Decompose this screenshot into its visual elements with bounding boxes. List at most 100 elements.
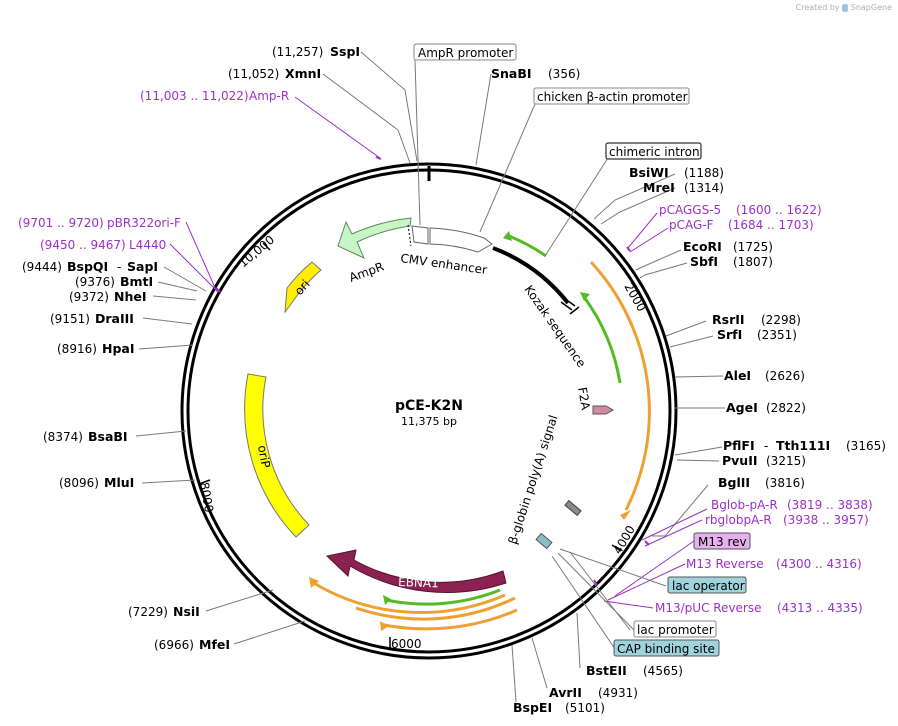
plasmid-length: 11,375 bp: [401, 415, 457, 428]
enzyme-ecori-coord: (1725): [733, 240, 773, 254]
box-m13-rev[interactable]: M13 rev: [693, 532, 751, 550]
enzyme-bglii[interactable]: BglII (3816): [718, 475, 805, 490]
enzyme-bglii-coord: (3816): [765, 476, 805, 490]
enzyme-mfei[interactable]: (6966) MfeI: [154, 637, 230, 652]
primer-pcagf[interactable]: pCAG-F (1684 .. 1703): [669, 218, 814, 232]
beta-globin-polya-feature[interactable]: [564, 499, 582, 517]
enzyme-bspqi-sep: -: [117, 260, 121, 274]
enzyme-nsii-coord: (7229): [128, 605, 168, 619]
enzyme-ecori-name: EcoRI: [683, 239, 722, 254]
primer-rbglob[interactable]: rbglobpA-R (3938 .. 3957): [705, 513, 869, 527]
ori-feature[interactable]: [284, 261, 322, 314]
green-primer-arc-2: [582, 296, 622, 384]
enzyme-avrii-name: AvrII: [549, 685, 582, 700]
enzyme-srfi[interactable]: SrfI (2351): [717, 327, 797, 342]
box-cap-binding-site[interactable]: CAP binding site: [613, 639, 720, 657]
enzyme-bspei-name: BspEI: [513, 700, 552, 715]
enzyme-bspqi[interactable]: (9444) BspQI - SapI: [22, 259, 158, 274]
primer-pcaggs5[interactable]: pCAGGS-5 (1600 .. 1622): [659, 203, 822, 217]
lac-cluster-feature: [535, 532, 553, 550]
primer-rbglob-coord: (3938 .. 3957): [783, 513, 869, 527]
chicken-actin-promoter-feature[interactable]: [492, 246, 570, 305]
primer-m13-puc-name: M13/pUC Reverse: [655, 601, 762, 615]
label-cmv: CMV enhancer: [400, 251, 488, 277]
enzyme-hpai[interactable]: (8916) HpaI: [57, 341, 135, 356]
enzyme-bsabi-name: BsaBI: [88, 429, 128, 444]
enzyme-draiii-name: DraIII: [95, 311, 134, 326]
ampr-promoter-arrow: [411, 225, 429, 245]
enzyme-hpai-name: HpaI: [102, 341, 135, 356]
enzyme-sbfi[interactable]: SbfI (1807): [690, 254, 773, 269]
primer-bglob[interactable]: Bglob-pA-R (3819 .. 3838): [711, 498, 873, 512]
enzyme-sbfi-name: SbfI: [690, 254, 718, 269]
ebna1-feature[interactable]: [325, 549, 507, 593]
enzyme-alei[interactable]: AleI (2626): [724, 368, 805, 383]
enzyme-bsabi[interactable]: (8374) BsaBI: [43, 429, 128, 444]
enzyme-bspqi-coord: (9444): [22, 260, 62, 274]
primer-pcaggs5-coord: (1600 .. 1622): [736, 203, 822, 217]
kozak-marker: [563, 297, 576, 307]
primer-m13-puc-coord: (4313 .. 4335): [777, 601, 863, 615]
enzyme-bmti[interactable]: (9376) BmtI: [75, 274, 153, 289]
enzyme-mrei[interactable]: MreI (1314): [643, 180, 724, 195]
enzyme-avrii[interactable]: AvrII (4931): [549, 685, 638, 700]
primer-ampr[interactable]: (11,003 .. 11,022) Amp-R: [140, 89, 289, 103]
enzyme-pvuii[interactable]: PvuII (3215): [722, 453, 806, 468]
enzyme-nhei[interactable]: (9372) NheI: [69, 289, 147, 304]
green-arrowhead-lower: [383, 595, 391, 605]
enzyme-pflfi-name: PflFI: [723, 438, 755, 453]
orip-feature[interactable]: [244, 373, 310, 538]
tick-label-8000: 8000: [197, 481, 216, 514]
primer-pbr322-name: pBR322ori-F: [107, 216, 181, 230]
enzyme-rsrii-name: RsrII: [712, 312, 745, 327]
enzyme-bspei-coord: (5101): [565, 701, 605, 715]
enzyme-bsteii[interactable]: BstEII (4565): [586, 663, 683, 678]
primer-l4440[interactable]: (9450 .. 9467) L4440: [40, 238, 166, 252]
primer-bglob-coord: (3819 .. 3838): [787, 498, 873, 512]
enzyme-bsiwi[interactable]: BsiWI (1188): [629, 165, 724, 180]
enzyme-draiii[interactable]: (9151) DraIII: [50, 311, 134, 326]
box-chicken-actin[interactable]: chicken β-actin promoter: [533, 87, 690, 105]
enzyme-pflfi[interactable]: PflFI - Tth111I (3165): [723, 438, 886, 453]
enzyme-mlui-coord: (8096): [59, 476, 99, 490]
cmv-enhancer-feature[interactable]: [429, 227, 493, 253]
box-chimeric-intron[interactable]: chimeric intron: [605, 142, 702, 160]
f2a-feature[interactable]: [592, 405, 615, 415]
enzyme-rsrii-coord: (2298): [761, 313, 801, 327]
box-lac-operator-text: lac operator: [672, 579, 745, 593]
primer-bglob-name: Bglob-pA-R: [711, 498, 778, 512]
enzyme-snabi[interactable]: SnaBI (356): [491, 66, 580, 81]
plasmid-backbone-outer: [180, 162, 678, 660]
ampr-feature[interactable]: [337, 217, 412, 260]
orange-arc-lower-2: [355, 596, 516, 621]
kozak-marker-2: [560, 301, 573, 311]
primer-m13-reverse[interactable]: M13 Reverse (4300 .. 4316): [686, 557, 862, 571]
box-lac-operator[interactable]: lac operator: [667, 576, 747, 594]
tick-8000: [198, 479, 211, 485]
enzyme-bsiwi-coord: (1188): [684, 166, 724, 180]
enzyme-srfi-name: SrfI: [717, 327, 742, 342]
box-ampr-promoter-text: AmpR promoter: [418, 46, 513, 60]
enzyme-mfei-coord: (6966): [154, 638, 194, 652]
primer-pbr322[interactable]: (9701 .. 9720) pBR322ori-F: [18, 216, 181, 230]
enzyme-rsrii[interactable]: RsrII (2298): [712, 312, 801, 327]
box-lac-promoter[interactable]: lac promoter: [633, 620, 717, 638]
enzyme-nsii[interactable]: (7229) NsiI: [128, 604, 200, 619]
primer-m13-puc[interactable]: M13/pUC Reverse (4313 .. 4335): [655, 601, 863, 615]
enzyme-bmti-name: BmtI: [120, 274, 153, 289]
enzyme-hpai-coord: (8916): [57, 342, 97, 356]
enzyme-xmni[interactable]: (11,052) XmnI: [228, 66, 321, 81]
enzyme-agei[interactable]: AgeI (2822): [726, 400, 806, 415]
enzyme-mlui[interactable]: (8096) MluI: [59, 475, 134, 490]
enzyme-pvuii-coord: (3215): [766, 454, 806, 468]
enzyme-snabi-coord: (356): [548, 67, 580, 81]
enzyme-bsiwi-name: BsiWI: [629, 165, 669, 180]
enzyme-ecori[interactable]: EcoRI (1725): [683, 239, 773, 254]
primer-m13-reverse-coord: (4300 .. 4316): [776, 557, 862, 571]
enzyme-sspi[interactable]: (11,257) SspI: [272, 44, 360, 59]
primer-marks: [215, 156, 650, 586]
orange-arrowhead-lower-3: [380, 621, 389, 631]
box-ampr-promoter[interactable]: AmpR promoter: [413, 43, 517, 61]
enzyme-bspei[interactable]: BspEI (5101): [513, 700, 605, 715]
enzyme-mlui-name: MluI: [104, 475, 134, 490]
